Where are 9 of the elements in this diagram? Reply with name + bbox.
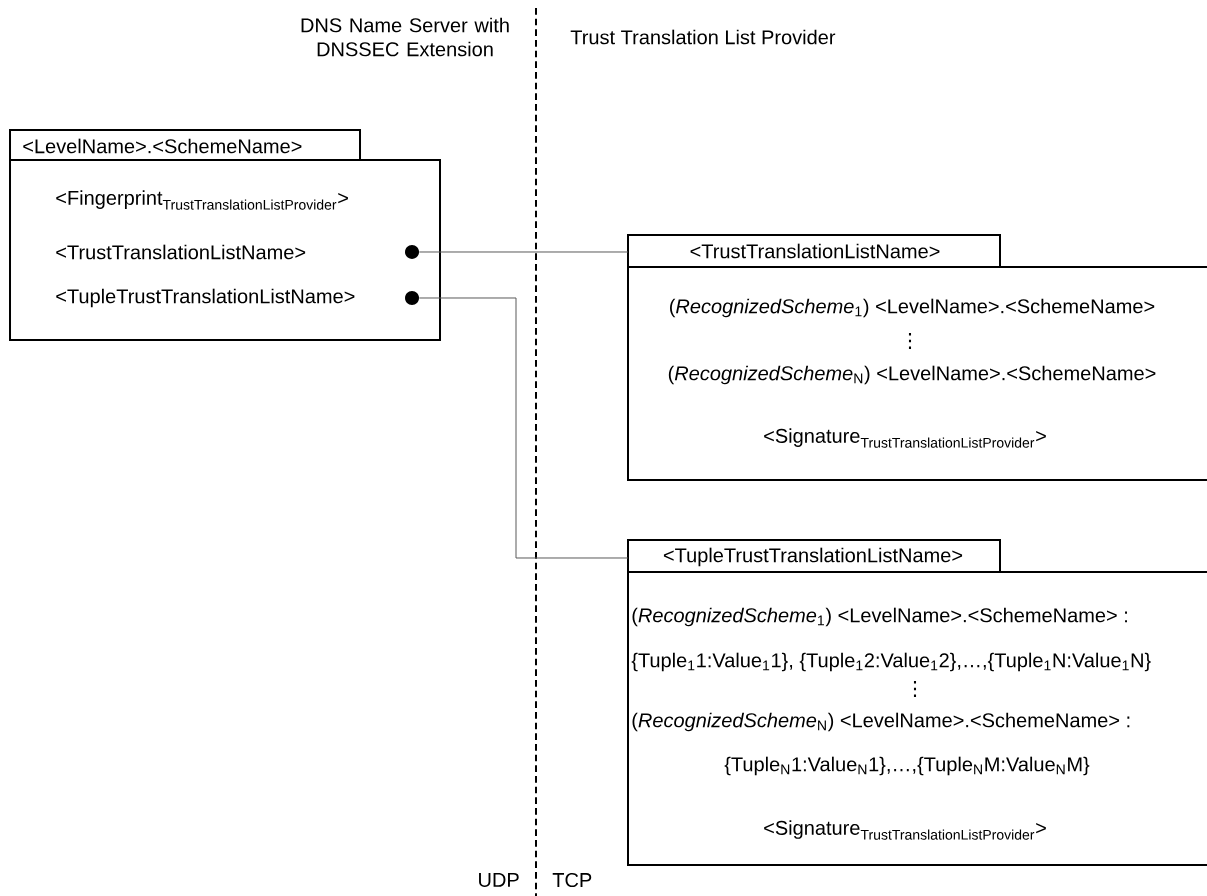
header-text: <TupleTrustTranslationListName> (663, 547, 963, 567)
heading-text: DNS Name Server with DNSSEC Extension (301, 17, 509, 57)
connector-line (418, 251, 629, 253)
heading-text: Trust Translation List Provider (570, 29, 836, 45)
protocol-label: TCP (552, 872, 592, 888)
header-text: <LevelName>.<SchemeName> (23, 138, 302, 154)
connector-line (418, 297, 629, 559)
header-text: <TrustTranslationListName> (690, 243, 940, 259)
protocol-label: UDP (479, 873, 519, 887)
